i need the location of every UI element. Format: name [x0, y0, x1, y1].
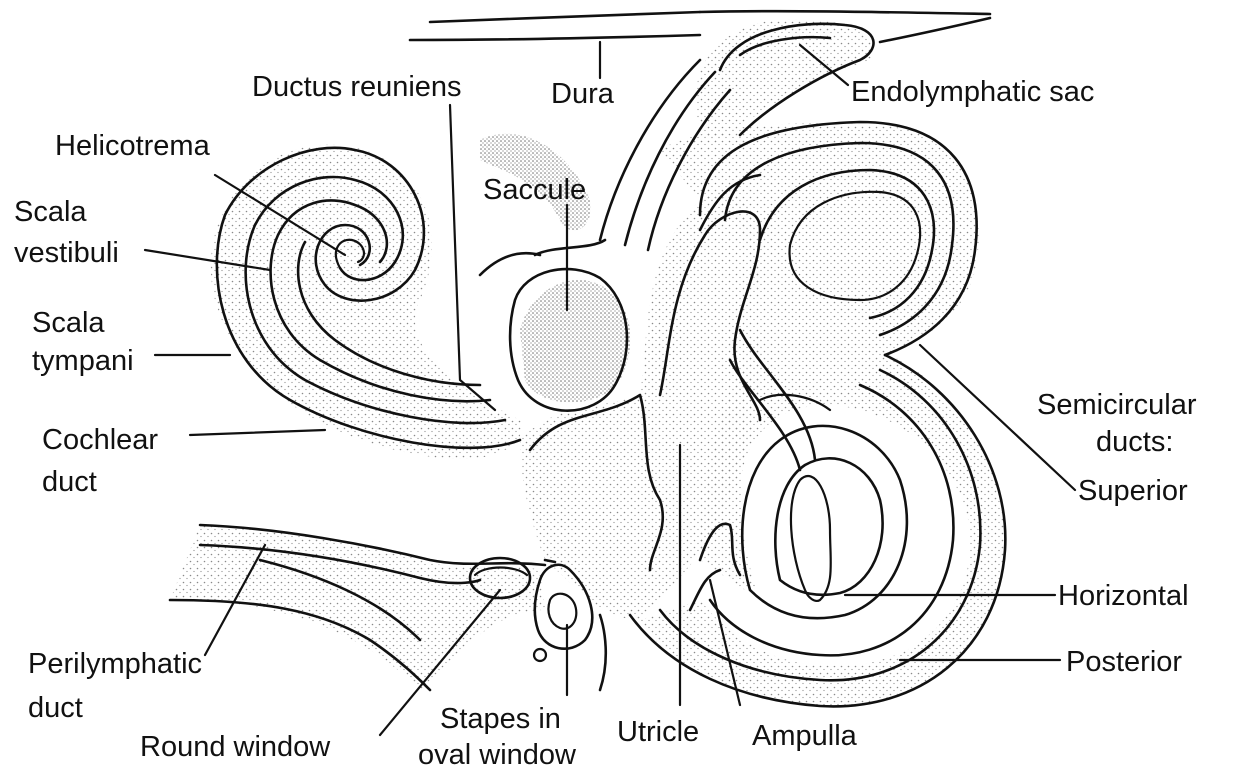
label-perilymphatic-duct-2: duct — [28, 692, 83, 724]
label-stapes-1: Stapes in — [440, 703, 561, 735]
label-perilymphatic-duct-1: Perilymphatic — [28, 648, 202, 680]
label-endolymphatic-sac: Endolymphatic sac — [851, 76, 1094, 108]
label-cochlear-duct-2: duct — [42, 466, 97, 498]
label-semicircular-ducts-2: ducts: — [1096, 426, 1173, 458]
label-cochlear-duct-1: Cochlear — [42, 424, 158, 456]
label-helicotrema: Helicotrema — [55, 130, 211, 162]
label-ductus-reuniens: Ductus reuniens — [252, 71, 462, 103]
leader-cochlear-duct — [190, 430, 325, 435]
label-ampulla: Ampulla — [752, 720, 858, 752]
label-stapes-2: oval window — [418, 739, 577, 771]
label-saccule: Saccule — [483, 174, 586, 206]
label-superior: Superior — [1078, 475, 1188, 507]
label-round-window: Round window — [140, 731, 331, 763]
outline-dura — [410, 11, 990, 42]
label-scala-tympani-1: Scala — [32, 307, 105, 339]
label-semicircular-ducts-1: Semicircular — [1037, 389, 1197, 421]
label-scala-vestibuli-2: vestibuli — [14, 237, 119, 269]
label-utricle: Utricle — [617, 716, 699, 748]
label-dura: Dura — [551, 78, 615, 110]
label-scala-tympani-2: tympani — [32, 345, 134, 377]
label-horizontal: Horizontal — [1058, 580, 1189, 612]
label-posterior: Posterior — [1066, 646, 1182, 678]
label-scala-vestibuli-1: Scala — [14, 196, 87, 228]
